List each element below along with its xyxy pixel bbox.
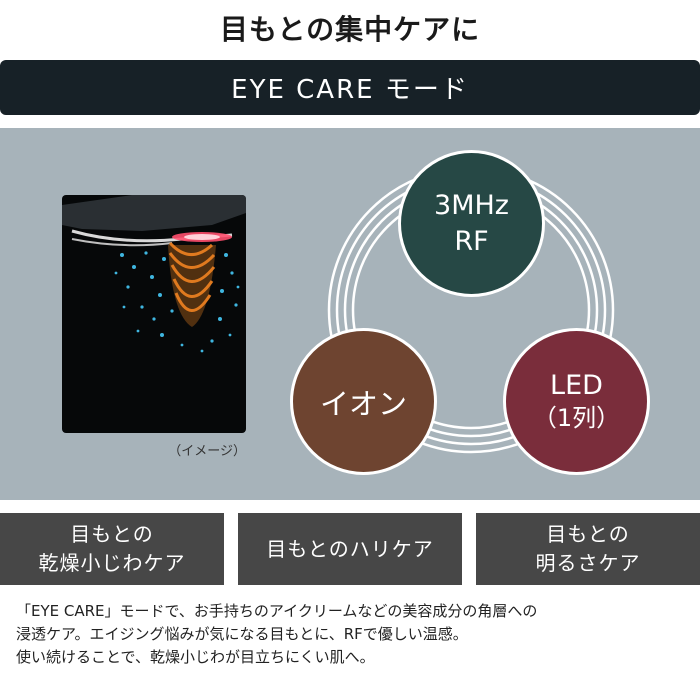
effect-dryness-wrinkle-care: 目もとの 乾燥小じわケア xyxy=(0,513,224,585)
effect-label-line1: 目もとの xyxy=(546,522,630,546)
penetration-waves xyxy=(168,241,216,312)
description: 「EYE CARE」モードで、お手持ちのアイクリームなどの美容成分の角層への 浸… xyxy=(16,600,686,668)
effects-row: 目もとの 乾燥小じわケア 目もとのハリケア 目もとの 明るさケア xyxy=(0,513,700,585)
description-line: 浸透ケア。エイジング悩みが気になる目もとに、RFで優しい温感。 xyxy=(16,624,468,643)
ion-circle: イオン xyxy=(290,328,437,475)
rf-circle: 3MHz RF xyxy=(398,150,545,297)
device-illustration xyxy=(62,195,246,353)
image-caption: （イメージ） xyxy=(168,444,246,459)
headline: 目もとの集中ケアに xyxy=(219,13,481,46)
led-circle: LED （1列） xyxy=(503,328,650,475)
effect-label: 目もとのハリケア xyxy=(266,536,434,561)
effect-label-line2: 乾燥小じわケア xyxy=(38,551,186,575)
led-line1: LED xyxy=(550,370,603,402)
mode-banner: EYE CARE モード xyxy=(0,60,700,115)
particle-dots xyxy=(114,251,240,353)
rf-line1: 3MHz xyxy=(434,190,509,222)
description-line: 「EYE CARE」モードで、お手持ちのアイクリームなどの美容成分の角層への xyxy=(16,602,538,620)
effect-brightness-care: 目もとの 明るさケア xyxy=(476,513,700,585)
rf-line2: RF xyxy=(454,225,489,257)
ion-label: イオン xyxy=(319,386,407,421)
led-line2: （1列） xyxy=(532,404,621,433)
device-image xyxy=(62,195,246,433)
effect-label-line2: 明るさケア xyxy=(535,551,641,575)
effect-firmness-care: 目もとのハリケア xyxy=(238,513,462,585)
description-line: 使い続けることで、乾燥小じわが目立ちにくい肌へ。 xyxy=(16,647,375,666)
effect-label-line1: 目もとの xyxy=(70,522,154,546)
device-head-shape xyxy=(62,195,246,231)
